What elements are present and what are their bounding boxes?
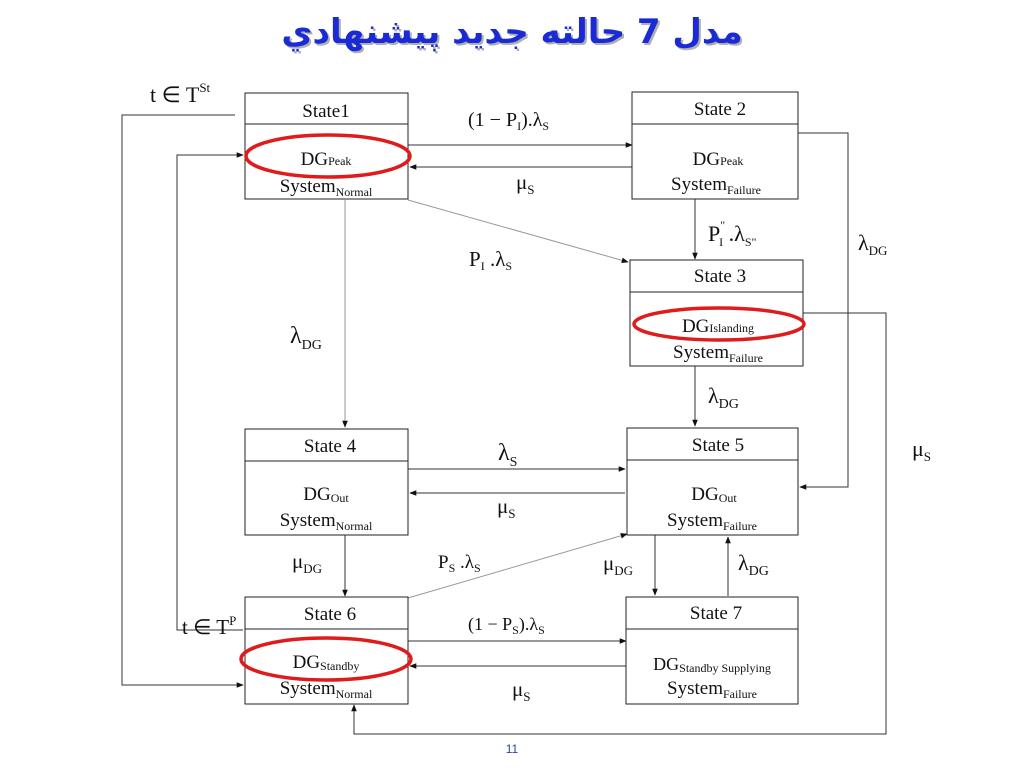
svg-text:DGPeak: DGPeak [301,149,352,170]
state-7-box: State 7 DGStandby Supplying SystemFailur… [625,596,799,705]
svg-text:DGOut: DGOut [691,484,737,505]
svg-text:State 2: State 2 [694,99,746,120]
svg-text:State 6: State 6 [304,604,356,625]
edge-s2-s5 [798,132,849,490]
label-r12: (1 − PI).λS [468,109,549,133]
slide-title: مدل 7 حالته جديد پيشنهادي [281,12,743,52]
svg-text:State 7: State 7 [690,603,742,624]
highlight-dg-islanding [632,306,806,342]
state-1-box: State1 DGPeak SystemNormal [244,92,409,200]
svg-text:DGStandby Supplying: DGStandby Supplying [653,654,771,675]
label-r36: μS [912,436,931,464]
label-r21: μS [516,170,535,197]
edge-s3-s6 [351,312,887,735]
label-r35: λDG [708,383,739,412]
edge-s1-s3 [407,199,629,263]
highlight-dg-peak [244,133,412,179]
svg-text:SystemFailure: SystemFailure [667,510,757,533]
label-r76: μS [512,677,531,704]
label-r23: P"I .λS" [708,218,757,249]
svg-text:State 4: State 4 [304,436,357,457]
state-2-box: State 2 DGPeak SystemFailure [631,91,799,200]
label-r2dg: λDG [858,230,887,258]
label-r13: PI .λS [469,247,512,273]
svg-text:DGOut: DGOut [303,484,349,505]
svg-text:DGIslanding: DGIslanding [682,316,754,337]
label-r45: λS [498,440,517,470]
state-4-box: State 4 DGOut SystemNormal [244,428,409,536]
svg-text:SystemNormal: SystemNormal [280,176,373,199]
label-t-p: t ∈ TP [182,613,236,639]
svg-text:SystemFailure: SystemFailure [673,342,763,365]
label-r14: λDG [290,323,322,353]
label-r65: PS .λS [438,552,481,575]
label-r57: μDG [603,551,633,578]
svg-text:State 3: State 3 [694,266,746,287]
page-number: 11 [505,742,519,756]
svg-text:SystemFailure: SystemFailure [671,174,761,197]
svg-text:State 5: State 5 [692,435,744,456]
label-t-st: t ∈ TSt [150,80,211,107]
svg-text:SystemFailure: SystemFailure [667,678,757,701]
svg-text:DGPeak: DGPeak [693,149,744,170]
label-r67: (1 − PS).λS [468,614,545,637]
highlight-dg-standby [239,636,413,682]
state-5-box: State 5 DGOut SystemFailure [626,427,799,536]
svg-text:SystemNormal: SystemNormal [280,678,373,701]
edge-s6-s5 [407,533,628,599]
label-r46: μDG [292,549,322,576]
edge-tp-s1 [176,152,244,631]
edge-tst-s6 [121,114,244,688]
label-r54: μS [497,494,516,521]
label-r75: λDG [738,550,769,579]
svg-text:DGStandby: DGStandby [293,652,360,673]
svg-text:SystemNormal: SystemNormal [280,510,373,533]
state-name: State1 [302,101,350,122]
state-6-box: State 6 DGStandby SystemNormal [244,596,409,705]
